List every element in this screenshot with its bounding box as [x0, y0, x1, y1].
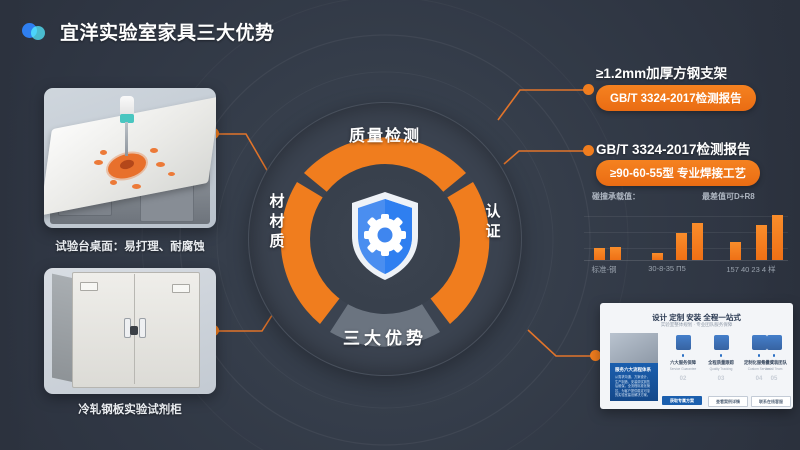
ring-label-right: 认证: [485, 203, 501, 240]
reagent-cabinet-caption: 冷轧钢板实验试剂柜: [78, 404, 182, 416]
barcode-icon: [713, 335, 729, 350]
chart-axis: [584, 260, 788, 261]
bar-chart: 碰撞承载值： 最差值可D+R8 标准-钢 30-8-35 Π5 157 40 2…: [578, 190, 794, 276]
feature-name: 专业安装团队: [761, 359, 787, 365]
chart-bar: [652, 252, 663, 260]
feature-number: 02: [679, 375, 687, 382]
lab-bench-caption: 试验台桌面：易打理、耐腐蚀: [55, 241, 205, 253]
connector-dot-site: [590, 350, 601, 361]
feature-dot: [681, 354, 685, 357]
ring-segment-bottom: [330, 298, 440, 347]
liquid-drop: [110, 180, 117, 185]
chart-bar: [676, 233, 687, 260]
cabinet-handle: [139, 318, 146, 338]
chart-bar: [594, 247, 605, 260]
site-secondary-button[interactable]: 查看案例详情: [708, 396, 748, 407]
site-hero-image: [610, 333, 658, 363]
spec-badge-2[interactable]: ≥90-60-55型 专业焊接工艺: [596, 160, 761, 186]
chart-xlabel-1: 30-8-35 Π5: [648, 264, 686, 273]
chart-bar: [756, 225, 767, 260]
two-circles-logo-icon: [22, 22, 48, 42]
cabinet-side-panel: [52, 273, 74, 383]
liquid-drop: [94, 160, 103, 165]
feature-desc: Custom Service: [747, 366, 771, 371]
feature-desc: Install Team: [765, 366, 783, 371]
spec-title-1: ≥1.2mm加厚方钢支架: [596, 66, 728, 81]
page-header: 宜洋实验室家具三大优势: [22, 18, 275, 45]
shield-gear-icon: [352, 192, 418, 280]
cabinet-lock-icon: [130, 326, 138, 335]
chart-gridline: [584, 216, 788, 217]
cabinet-label-plate: [80, 282, 98, 291]
chart-icon: [675, 335, 691, 350]
site-tertiary-button[interactable]: 联系在线客服: [751, 396, 791, 407]
spec-badge-1[interactable]: GB/T 3324-2017检测报告: [596, 85, 756, 111]
chart-title-right: 最差值可D+R8: [702, 192, 755, 201]
liquid-drop: [132, 184, 141, 189]
ring-label-top: 质量检测: [348, 128, 421, 145]
chart-bar: [730, 241, 741, 260]
site-primary-button[interactable]: 获取专属方案: [662, 396, 702, 405]
spec-title-2: GB/T 3324-2017检测报告: [596, 142, 751, 157]
feature-dot: [757, 354, 761, 357]
device-icon: [751, 335, 767, 350]
liquid-drop: [168, 172, 175, 176]
pipette-band: [120, 114, 134, 123]
reagent-cabinet-photo[interactable]: [44, 268, 216, 394]
chart-bar: [610, 246, 621, 260]
liquid-drop: [100, 150, 107, 155]
chart-xlabel-2: 157 40 23 4 样: [726, 265, 776, 274]
connector-dot-spec-2: [583, 145, 594, 156]
feature-number: 04: [755, 375, 763, 382]
feature-dot: [772, 354, 776, 357]
feature-number: 03: [717, 375, 725, 382]
chart-title-left: 碰撞承载值：: [592, 192, 640, 201]
chart-bar: [692, 223, 703, 260]
chart-xlabel-0: 标准-钢: [591, 265, 617, 274]
page-title: 宜洋实验室家具三大优势: [60, 23, 275, 44]
feature-dot: [719, 354, 723, 357]
site-hero-body: 从需求沟通、方案设计、生产制造、安装调试到售后维保，全流程标准化管控，为客户提供…: [615, 375, 651, 398]
chart-bar: [772, 215, 783, 260]
person-icon: [766, 335, 782, 350]
ring-label-bottom: 三大优势: [343, 329, 427, 348]
feature-name: 全程质量跟踪: [708, 359, 734, 365]
feature-number: 05: [770, 375, 778, 382]
site-feature-2[interactable]: 全程质量跟踪 Quality Tracking 03: [704, 335, 738, 382]
lab-bench-photo[interactable]: [44, 88, 216, 228]
background-left-band: [0, 0, 36, 450]
feature-desc: Quality Tracking: [709, 366, 733, 371]
pipette-tip: [125, 122, 128, 156]
ring-label-left: 材材质: [269, 193, 285, 250]
site-hero-card: 服务六大流程体系 从需求沟通、方案设计、生产制造、安装调试到售后维保，全流程标准…: [610, 363, 658, 401]
feature-desc: Service Guarantee: [669, 366, 697, 371]
liquid-drop: [156, 162, 165, 167]
chart-gridline: [584, 232, 788, 233]
chart-bar-group: [584, 204, 788, 260]
site-heading: 设计 定制 安装 全程一站式: [652, 313, 741, 322]
website-mockup[interactable]: 设计 定制 安装 全程一站式 实验室整体规划 · 专业团队服务保障 服务六大流程…: [600, 303, 793, 409]
site-feature-1[interactable]: 六大服务保障 Service Guarantee 02: [666, 335, 700, 382]
liquid-drop: [150, 148, 158, 153]
feature-name: 定制化服务模式: [743, 359, 775, 365]
central-ring-diagram: 质量检测 材材质 认证 三大优势: [248, 102, 522, 376]
cabinet-label-plate: [172, 284, 190, 293]
connector-dot-spec-1: [583, 84, 594, 95]
feature-name: 六大服务保障: [670, 359, 696, 365]
site-feature-4[interactable]: 专业安装团队 Install Team 05: [757, 335, 791, 382]
site-hero-title: 服务六大流程体系: [615, 367, 651, 372]
site-subheading: 实验室整体规划 · 专业团队服务保障: [660, 322, 733, 327]
site-feature-3[interactable]: 定制化服务模式 Custom Service 04: [742, 335, 776, 382]
